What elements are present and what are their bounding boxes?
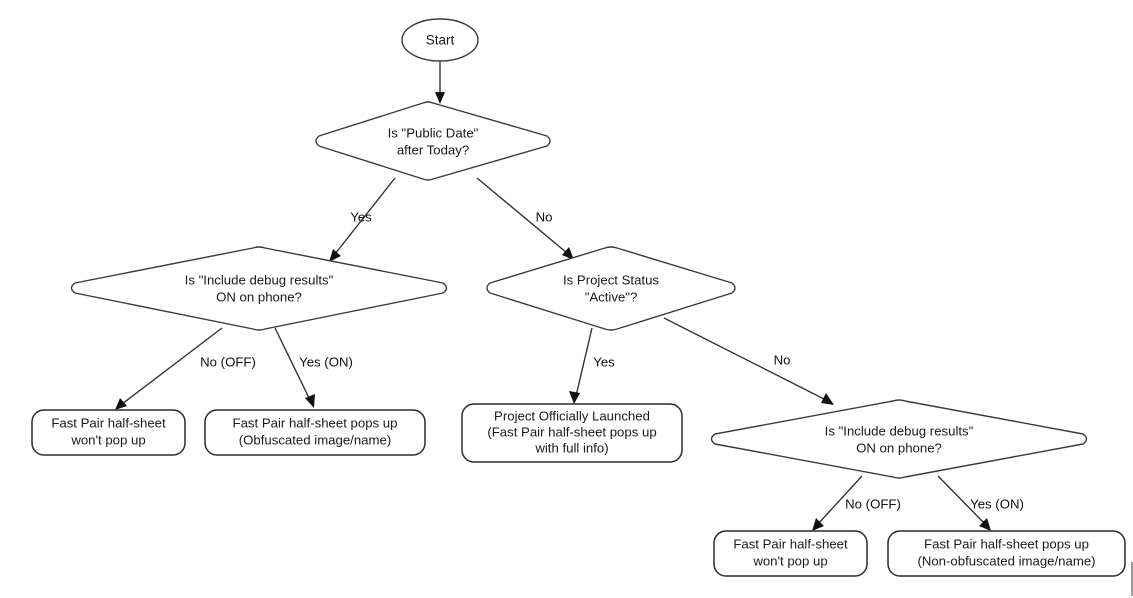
arrowhead-icon bbox=[115, 398, 127, 410]
edge-label-no: No bbox=[774, 352, 791, 367]
node-outcome-obfuscated[interactable]: Fast Pair half-sheet pops up (Obfuscated… bbox=[204, 409, 426, 456]
project-status-line-2: "Active"? bbox=[585, 289, 638, 304]
arrowhead-icon bbox=[812, 518, 824, 531]
node-debug-results-decision-left[interactable]: Is "Include debug results" ON on phone? bbox=[70, 246, 448, 331]
edge-line bbox=[334, 177, 396, 255]
edge-label-yes: Yes bbox=[593, 354, 615, 369]
edge-line bbox=[817, 475, 863, 525]
arrowhead-icon bbox=[435, 92, 445, 104]
node-project-status-decision[interactable]: Is Project Status "Active"? bbox=[486, 246, 736, 331]
no-popup-left-line-1: Fast Pair half-sheet bbox=[51, 415, 166, 430]
edge-project-status-no: No bbox=[663, 317, 834, 405]
decision-diamond[interactable] bbox=[486, 246, 736, 331]
debug-left-line-1: Is "Include debug results" bbox=[185, 272, 334, 287]
edge-label-no-off: No (OFF) bbox=[200, 354, 256, 369]
launched-line-1: Project Officially Launched bbox=[494, 408, 650, 423]
arrowhead-icon bbox=[569, 391, 580, 404]
nodes-layer: Start Is "Public Date" after Today? Is "… bbox=[31, 18, 1126, 577]
edge-debug-right-yes: Yes (ON) bbox=[937, 475, 1024, 531]
no-popup-right-line-2: won't pop up bbox=[752, 553, 827, 568]
launched-line-3: with full info) bbox=[534, 440, 608, 455]
arrowhead-icon bbox=[562, 247, 574, 260]
launched-line-2: (Fast Pair half-sheet pops up bbox=[487, 424, 656, 439]
outcome-box[interactable] bbox=[713, 530, 868, 577]
decision-diamond[interactable] bbox=[710, 399, 1088, 479]
project-status-line-1: Is Project Status bbox=[563, 272, 659, 287]
obfuscated-line-2: (Obfuscated image/name) bbox=[239, 432, 391, 447]
edge-public-date-no: No bbox=[476, 177, 574, 260]
edge-line bbox=[274, 327, 311, 401]
edge-debug-left-no: No (OFF) bbox=[115, 327, 256, 410]
edge-label-yes-on: Yes (ON) bbox=[299, 354, 353, 369]
edges-layer: Yes No No (OFF) Yes (ON) bbox=[115, 62, 1024, 531]
edge-public-date-yes: Yes bbox=[329, 177, 396, 262]
node-debug-results-decision-right[interactable]: Is "Include debug results" ON on phone? bbox=[710, 399, 1088, 479]
outcome-box[interactable] bbox=[31, 409, 186, 456]
outcome-box[interactable] bbox=[461, 403, 683, 463]
edge-label-no-off: No (OFF) bbox=[845, 496, 901, 511]
debug-left-line-2: ON on phone? bbox=[216, 289, 302, 304]
page-edge-marker bbox=[1131, 562, 1133, 596]
outcome-box[interactable] bbox=[204, 409, 426, 456]
no-popup-right-line-1: Fast Pair half-sheet bbox=[733, 536, 848, 551]
debug-right-line-2: ON on phone? bbox=[856, 440, 942, 455]
edge-debug-right-no: No (OFF) bbox=[812, 475, 901, 531]
edge-line bbox=[663, 317, 827, 401]
start-label: Start bbox=[426, 33, 455, 48]
debug-right-line-1: Is "Include debug results" bbox=[825, 423, 974, 438]
node-start[interactable]: Start bbox=[401, 18, 479, 62]
decision-diamond[interactable] bbox=[315, 101, 551, 181]
edge-start-to-public-date bbox=[435, 62, 445, 104]
outcome-box[interactable] bbox=[887, 530, 1126, 577]
public-date-line-1: Is "Public Date" bbox=[388, 125, 479, 140]
arrowhead-icon bbox=[305, 394, 315, 408]
edge-line bbox=[121, 327, 223, 405]
decision-diamond[interactable] bbox=[70, 246, 448, 331]
edge-label-no: No bbox=[536, 209, 553, 224]
arrowhead-icon bbox=[979, 518, 991, 531]
arrowhead-icon bbox=[329, 249, 341, 262]
non-obfuscated-line-1: Fast Pair half-sheet pops up bbox=[924, 536, 1089, 551]
edge-project-status-yes: Yes bbox=[569, 327, 615, 404]
edge-debug-left-yes: Yes (ON) bbox=[274, 327, 353, 408]
node-outcome-no-popup-right[interactable]: Fast Pair half-sheet won't pop up bbox=[713, 530, 868, 577]
edge-line bbox=[575, 327, 593, 397]
start-ellipse[interactable] bbox=[401, 18, 479, 62]
node-outcome-non-obfuscated[interactable]: Fast Pair half-sheet pops up (Non-obfusc… bbox=[887, 530, 1126, 577]
edge-line bbox=[476, 177, 568, 254]
node-outcome-no-popup-left[interactable]: Fast Pair half-sheet won't pop up bbox=[31, 409, 186, 456]
edge-label-yes-on: Yes (ON) bbox=[970, 496, 1024, 511]
obfuscated-line-1: Fast Pair half-sheet pops up bbox=[233, 415, 398, 430]
non-obfuscated-line-2: (Non-obfuscated image/name) bbox=[917, 553, 1095, 568]
edge-line bbox=[937, 475, 986, 525]
node-public-date-decision[interactable]: Is "Public Date" after Today? bbox=[315, 101, 551, 181]
no-popup-left-line-2: won't pop up bbox=[70, 432, 145, 447]
edge-label-yes: Yes bbox=[350, 209, 372, 224]
node-outcome-officially-launched[interactable]: Project Officially Launched (Fast Pair h… bbox=[461, 403, 683, 463]
public-date-line-2: after Today? bbox=[397, 142, 469, 157]
arrowhead-icon bbox=[821, 393, 834, 405]
